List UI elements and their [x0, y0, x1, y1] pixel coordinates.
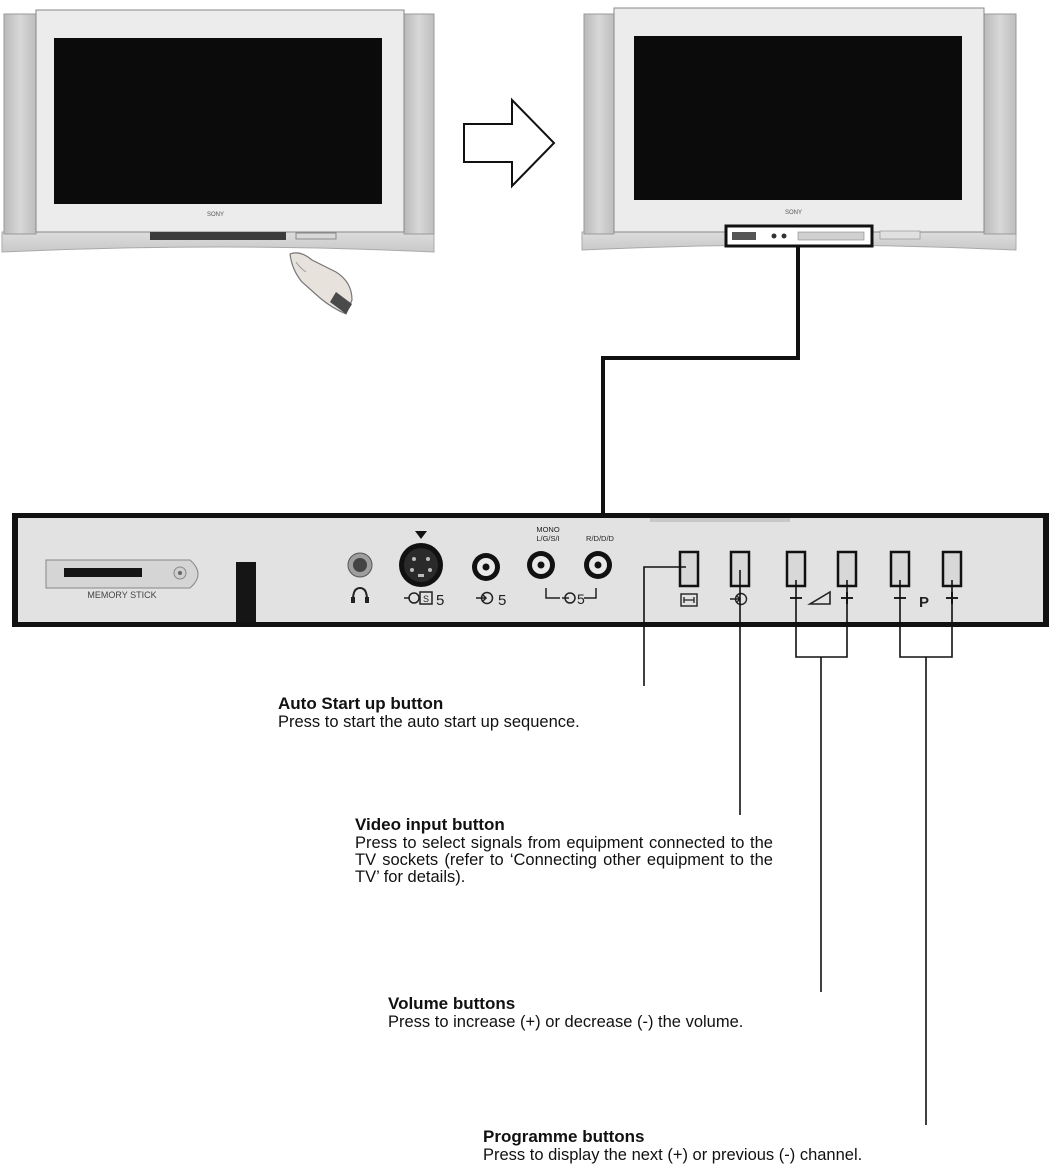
audio-right-label: R/D/D/D	[586, 534, 615, 543]
audio-input-number: 5	[577, 591, 585, 607]
svideo-input-number: 5	[436, 592, 444, 609]
connector-line	[601, 246, 800, 514]
callout-auto-start: Auto Start up button Press to start the …	[278, 694, 698, 731]
callout-description: Press to increase (+) or decrease (-) th…	[388, 1013, 744, 1031]
callout-title: Video input button	[355, 815, 505, 834]
control-panel-closeup: MEMORY STICK S 5	[12, 513, 1049, 627]
video-input-number: 5	[498, 592, 506, 609]
leader-volume	[795, 580, 848, 992]
callout-description: Press to start the auto start up sequenc…	[278, 713, 580, 731]
callout-video-input: Video input button Press to select signa…	[355, 815, 773, 886]
hand-pointing-icon	[289, 252, 353, 315]
tv-screen	[54, 38, 382, 204]
panel-door-latch[interactable]	[236, 562, 256, 622]
memory-stick-label: MEMORY STICK	[87, 590, 156, 600]
programme-symbol: P	[919, 594, 929, 611]
input-select-icon	[730, 592, 748, 606]
headphone-icon	[352, 586, 368, 601]
callout-description: Press to select signals from equipment c…	[355, 834, 773, 886]
audio-input-icon	[562, 592, 576, 604]
callout-title: Auto Start up button	[278, 694, 444, 713]
callout-title: Programme buttons	[483, 1127, 645, 1146]
audio-left-label: L/G/S/I	[536, 534, 559, 543]
tv-logo: SONY	[207, 212, 224, 218]
callout-volume: Volume buttons Press to increase (+) or …	[388, 994, 888, 1031]
triangle-marker-icon	[415, 531, 427, 539]
s-video-socket[interactable]	[399, 543, 443, 587]
tv-logo: SONY	[785, 210, 802, 216]
s-video-input-icon: S	[404, 591, 433, 605]
video-input-icon	[476, 591, 494, 605]
volume-icon	[807, 590, 831, 605]
video-socket[interactable]	[472, 553, 500, 581]
mono-label: MONO	[536, 525, 559, 534]
audio-right-socket[interactable]	[584, 551, 612, 579]
memory-stick-slot[interactable]: MEMORY STICK	[45, 559, 199, 600]
auto-start-up-icon	[680, 593, 698, 607]
tv-closed-panel: SONY	[1, 9, 435, 253]
callout-programme: Programme buttons Press to display the n…	[483, 1127, 1053, 1164]
arrow-right-icon	[463, 97, 556, 189]
callout-description: Press to display the next (+) or previou…	[483, 1146, 863, 1164]
audio-bracket	[545, 588, 597, 599]
callout-title: Volume buttons	[388, 994, 516, 1013]
tv-screen	[634, 36, 962, 200]
svg-text:S: S	[423, 594, 429, 604]
auto-start-up-button[interactable]	[678, 550, 700, 588]
headphone-socket[interactable]	[347, 552, 373, 578]
leader-programme	[899, 580, 953, 1125]
tv-open-panel: SONY	[581, 7, 1017, 251]
leader-auto-start	[643, 566, 686, 686]
audio-left-socket[interactable]	[527, 551, 555, 579]
